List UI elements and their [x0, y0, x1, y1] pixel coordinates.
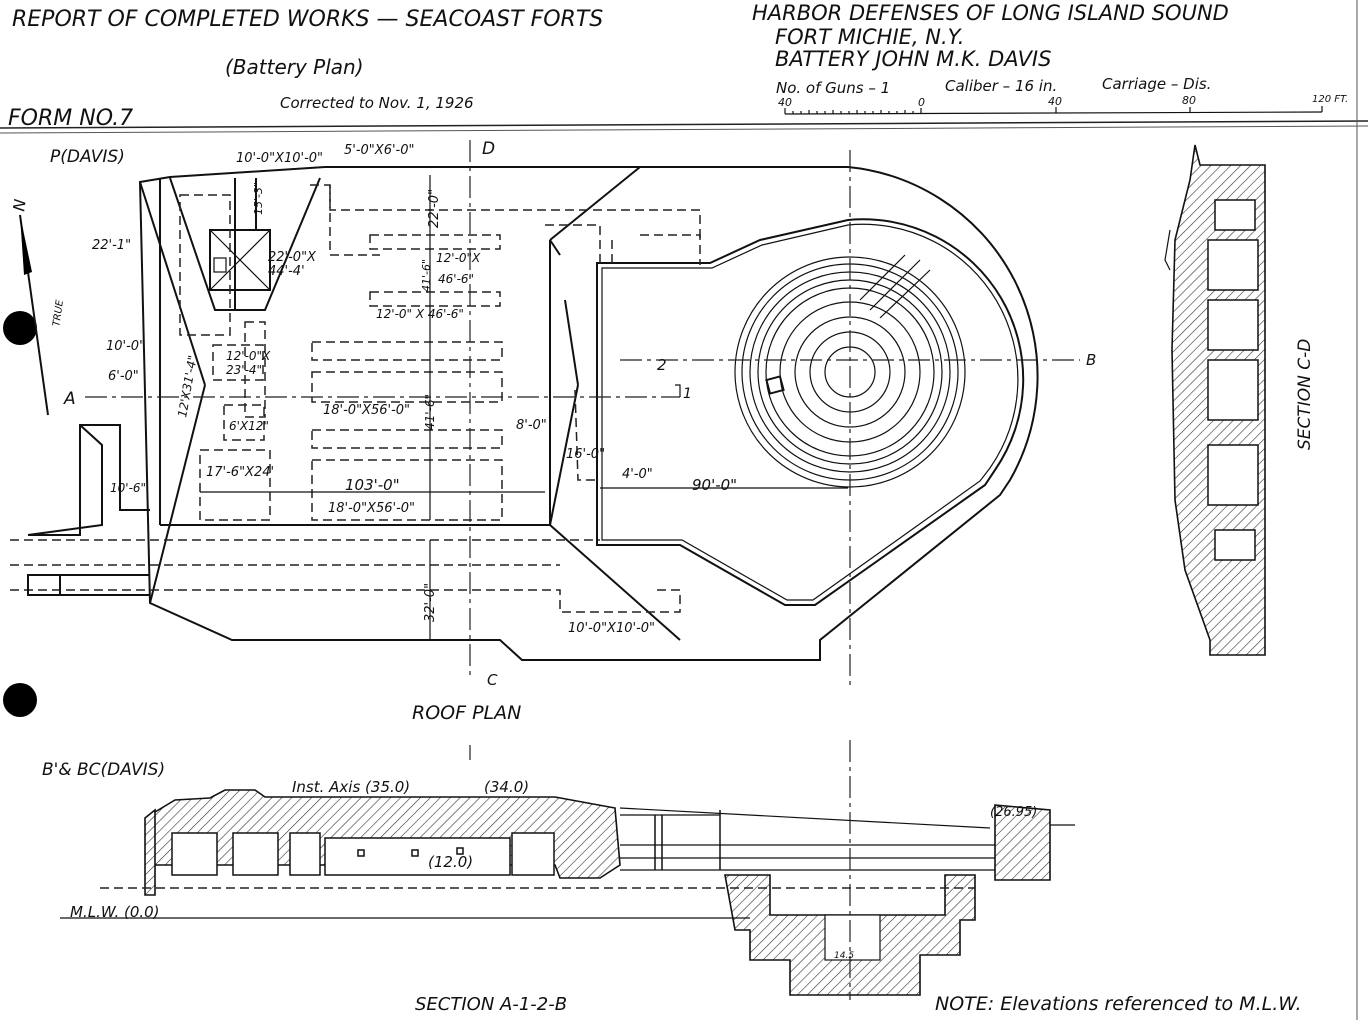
dimension-label: 103'-0": [345, 476, 400, 494]
fort-name: FORT MICHIE, N.Y.: [775, 25, 964, 49]
dimension-label: 5'-0"X6'-0": [344, 143, 414, 158]
dimension-label: 4'-0": [622, 467, 653, 482]
scale-tick: 120 FT.: [1312, 94, 1348, 105]
elevation-label: (26.95): [990, 805, 1037, 820]
number-of-guns: No. of Guns – 1: [776, 79, 890, 97]
dimension-label: 10'-6": [110, 481, 146, 495]
underground-rooms: [10, 184, 701, 613]
punch-hole: [3, 311, 37, 345]
approach-structure: [27, 424, 150, 596]
north-arrow-icon: [20, 215, 32, 275]
dimension-label: 16'-0": [566, 447, 605, 462]
dimension-label: 12'X31'-4": [175, 354, 200, 418]
dimension-label: 17'-6"X24': [206, 465, 274, 480]
section-letter-d: D: [482, 139, 495, 159]
battery-name: BATTERY JOHN M.K. DAVIS: [775, 47, 1051, 71]
carriage: Carriage – Dis.: [1102, 75, 1211, 93]
dimension-label: 8'-0": [516, 418, 547, 433]
section-c-d: SECTION C-D: [1164, 144, 1315, 656]
point-1: 1: [683, 386, 692, 402]
elevation-label: 14.5: [834, 951, 854, 961]
section-letter-c: C: [487, 671, 498, 689]
roof-plan-title: ROOF PLAN: [412, 702, 521, 724]
dimension-label: 12'-0" X 46'-6": [376, 307, 464, 321]
dimension-label: 15'-3": [252, 182, 265, 215]
dimension-label: 10'-0"X10'-0": [236, 151, 323, 166]
caliber: Caliber – 16 in.: [945, 77, 1057, 95]
dimension-label: 10'-0": [106, 339, 145, 354]
scale-tick: 40: [1048, 95, 1062, 108]
roof-plan: D C B A 1 2 P(DAVIS) 10'-0"X10'-0" 5'-0"…: [10, 139, 1096, 724]
true-north-label: TRUE: [51, 299, 66, 328]
dimension-label: 32'-0": [423, 583, 438, 622]
dimension-label: 6'X12": [229, 419, 269, 433]
dimension-label: 41'-6": [423, 394, 437, 430]
punch-hole: [3, 683, 37, 717]
dimension-label: 22'-0": [427, 189, 442, 228]
elevation-label: (12.0): [428, 853, 473, 871]
dimension-label: 10'-0"X10'-0": [568, 621, 655, 636]
section-a-1-2-b-title: SECTION A-1-2-B: [415, 994, 567, 1015]
dimension-label: 44'-4': [268, 264, 305, 279]
section-letter-b: B: [1086, 351, 1096, 369]
dimension-label: 22'-1": [92, 238, 131, 253]
p-davis-label: P(DAVIS): [50, 147, 125, 167]
scale-tick: 40: [778, 96, 792, 109]
section-a-1-2-b: B'& BC(DAVIS) Inst. Axis (35.0) (34.0) (…: [42, 740, 1075, 1015]
dimension-label: 6'-0": [108, 369, 139, 384]
section-letter-a: A: [63, 389, 76, 409]
dimension-label: 12'-0"X: [436, 251, 481, 265]
scale-bar: 40 0 40 80 120 FT.: [778, 94, 1348, 115]
instrument-axis-label: Inst. Axis (35.0): [292, 778, 410, 796]
report-title: REPORT OF COMPLETED WORKS — SEACOAST FOR…: [12, 7, 603, 32]
dimension-label: 18'-0"X56'-0": [323, 403, 410, 418]
dimension-label: 41'-6": [420, 259, 433, 292]
dimension-label: 18'-0"X56'-0": [328, 501, 415, 516]
scale-tick: 0: [918, 96, 925, 109]
north-label: N: [9, 198, 29, 213]
plan-subtitle: (Battery Plan): [225, 55, 364, 79]
dimension-label: 22'-0"X: [268, 250, 317, 265]
dimension-label: 12'-0"X: [226, 349, 271, 363]
district-title: HARBOR DEFENSES OF LONG ISLAND SOUND: [752, 1, 1229, 25]
dimension-labels: P(DAVIS) 10'-0"X10'-0" 5'-0"X6'-0" 15'-3…: [50, 143, 737, 636]
dimension-label: 46'-6": [438, 272, 474, 286]
corrected-date: Corrected to Nov. 1, 1926: [280, 94, 474, 112]
dimension-label: 23'-4": [226, 363, 262, 377]
mlw-label: M.L.W. (0.0): [70, 903, 160, 921]
dimension-label: 90'-0": [692, 476, 737, 494]
bc-davis-label: B'& BC(DAVIS): [42, 760, 165, 780]
title-block: REPORT OF COMPLETED WORKS — SEACOAST FOR…: [8, 1, 1229, 131]
elevation-label: (34.0): [484, 778, 529, 796]
scale-tick: 80: [1182, 94, 1196, 107]
point-2: 2: [657, 356, 667, 374]
section-c-d-title: SECTION C-D: [1295, 339, 1315, 450]
elevation-note: NOTE: Elevations referenced to M.L.W.: [935, 993, 1302, 1015]
north-arrow: N TRUE: [9, 198, 66, 416]
